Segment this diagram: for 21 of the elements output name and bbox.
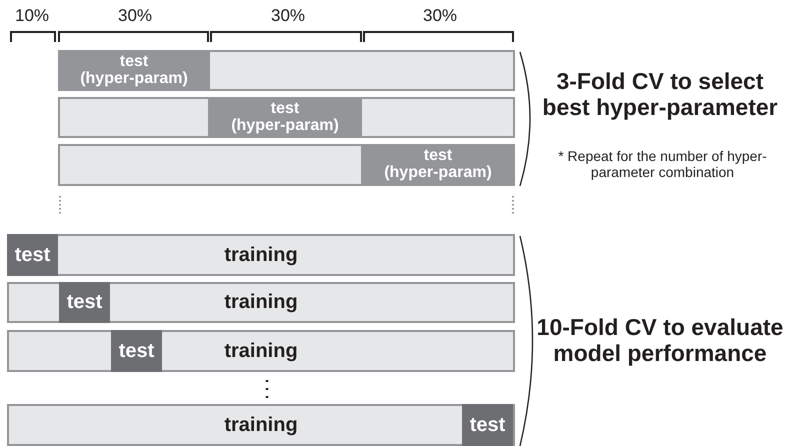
scale-label: 30% [422, 6, 458, 26]
test-segment: test [7, 234, 58, 276]
scale-label: 10% [14, 6, 50, 26]
section-title: 10-Fold CV to evaluate model performance [536, 314, 784, 367]
fold-bar [58, 97, 515, 138]
training-label: training [224, 340, 298, 362]
test-segment: test [111, 330, 162, 372]
test-segment: test (hyper-param) [58, 50, 210, 91]
test-segment: test [59, 282, 110, 323]
test-segment: test (hyper-param) [208, 97, 362, 138]
test-segment: test (hyper-param) [361, 144, 515, 186]
fold-bar [58, 144, 515, 186]
test-segment: test [462, 404, 513, 446]
footnote: * Repeat for the number of hyper-parameter combination [557, 148, 768, 180]
fold-bar [58, 50, 515, 91]
training-label: training [224, 244, 298, 266]
scale-label: 30% [116, 6, 154, 26]
section-title: 3-Fold CV to select best hyper-parameter [541, 68, 779, 121]
training-label: training [224, 414, 298, 436]
scale-label: 30% [270, 6, 306, 26]
training-label: training [224, 291, 298, 314]
